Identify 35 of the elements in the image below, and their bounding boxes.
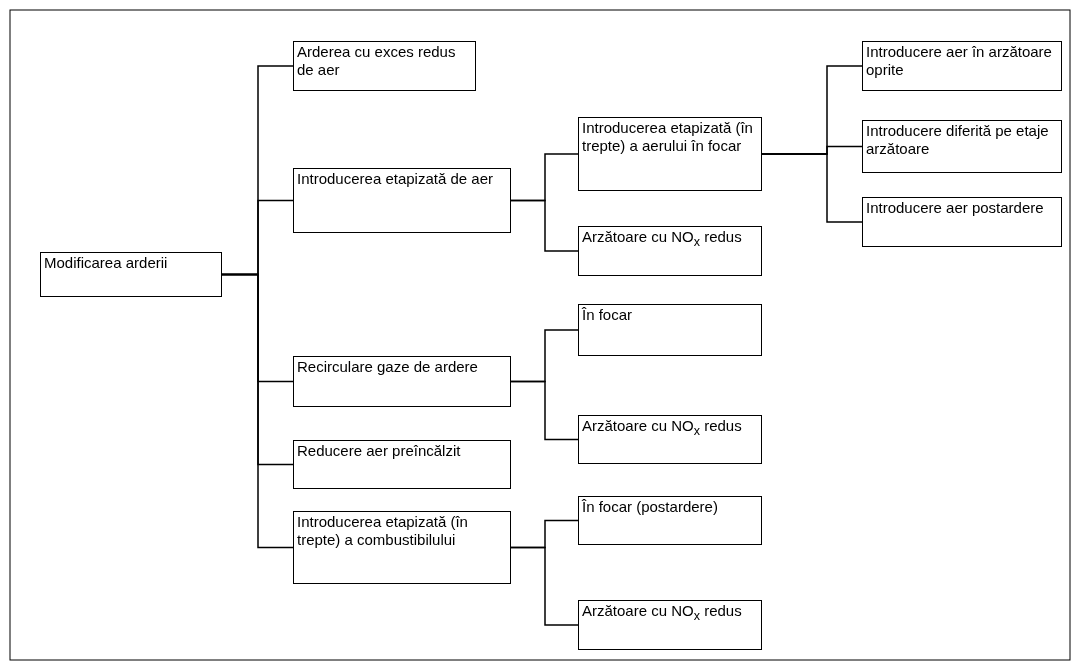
- process-box: [293, 511, 511, 584]
- box-label: Recirculare gaze de ardere: [297, 358, 479, 376]
- connector-line: [221, 273, 294, 549]
- box-label: Introducere aer în arzătoare oprite: [866, 43, 1053, 79]
- box-label: Reducere aer preîncălzit: [297, 442, 462, 460]
- box-label: Arzătoare cu NO$_{x}$ redus: [582, 417, 743, 440]
- box-label: În focar (postardere): [582, 498, 719, 516]
- connector-line: [510, 546, 579, 626]
- box-label: Arderea cu exces redus de aer: [297, 43, 457, 79]
- connector-line: [510, 199, 579, 252]
- box-label: Modificarea arderii: [44, 254, 169, 272]
- process-box: [862, 41, 1062, 91]
- box-label: Introducerea etapizată (în trepte) a combustibilului: [297, 513, 469, 549]
- box-label: În focar: [582, 306, 634, 324]
- process-box: [862, 197, 1062, 247]
- process-box: [578, 117, 762, 191]
- process-box: [578, 226, 762, 276]
- box-label: Introducerea etapizată de aer: [297, 170, 494, 188]
- box-label: Introducerea etapizată (în trepte) a aerului în focar: [582, 119, 754, 155]
- process-box: [578, 415, 762, 464]
- process-box: [578, 304, 762, 356]
- box-label: Arzătoare cu NO$_{x}$ redus: [582, 602, 743, 625]
- process-box: [293, 41, 476, 91]
- process-box: [578, 496, 762, 545]
- box-label: Arzătoare cu NO$_{x}$ redus: [582, 228, 743, 251]
- process-box: [578, 600, 762, 650]
- process-box: [40, 252, 222, 297]
- process-box: [293, 440, 511, 489]
- connector-line: [510, 380, 579, 441]
- box-label: Introducere diferită pe etaje arzătoare: [866, 122, 1050, 158]
- process-box: [293, 356, 511, 407]
- connector-line: [761, 153, 863, 223]
- box-label: Introducere aer postardere: [866, 199, 1045, 217]
- process-box: [293, 168, 511, 233]
- process-box: [862, 120, 1062, 173]
